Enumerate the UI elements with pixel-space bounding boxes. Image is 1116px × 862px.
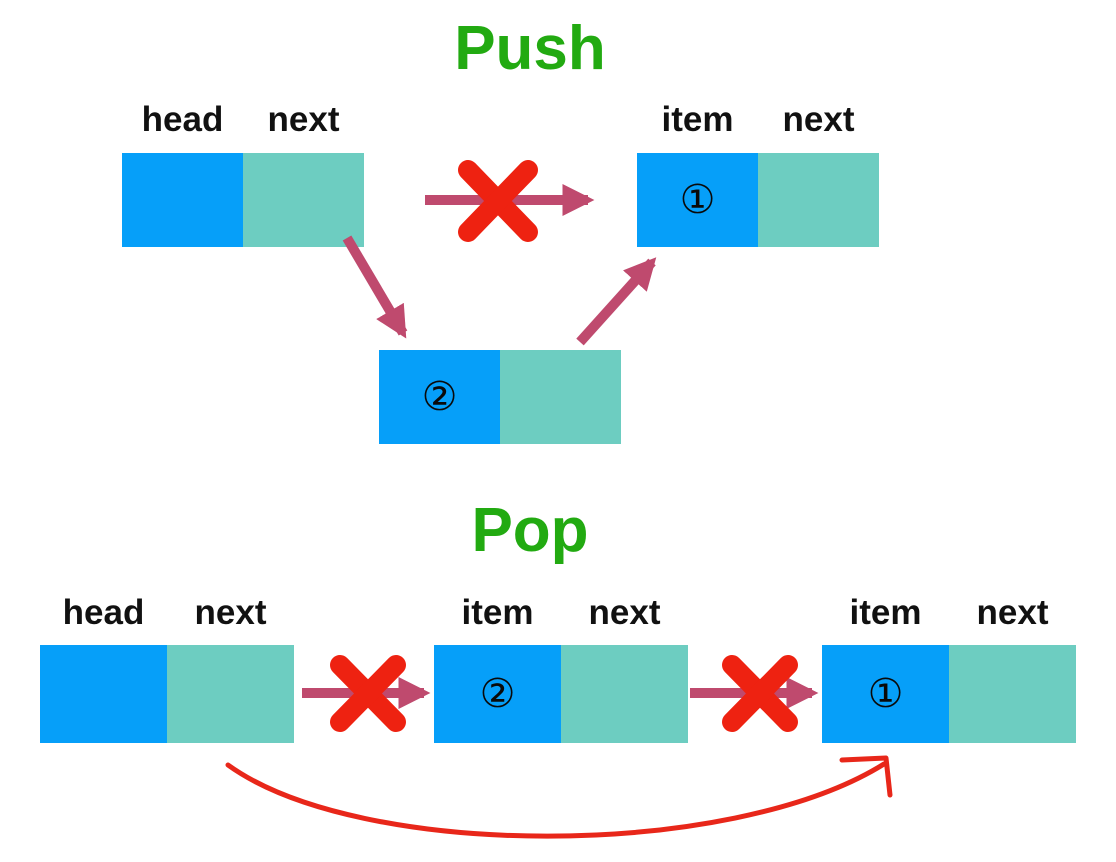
push-item-next-label: next [782, 100, 855, 139]
push-head-cell [122, 153, 243, 247]
push-new-next-cell [500, 350, 621, 444]
pop-node1-next-cell [949, 645, 1076, 743]
pop-head-cell [40, 645, 167, 743]
pop-node1-item-label: item [849, 593, 922, 632]
pop-head-label: head [62, 593, 145, 632]
pop-curve-arrowhead [839, 755, 893, 798]
push-cross-icon [458, 160, 538, 242]
push-head-next-cell [243, 153, 364, 247]
pop-node2-next-cell [561, 645, 688, 743]
pop-head-next-cell [167, 645, 294, 743]
pop-cross-icon-1 [330, 655, 406, 732]
push-new-to-item-arrow [576, 257, 657, 346]
push-item-cell: ① [637, 153, 758, 247]
push-new-item-cell: ② [379, 350, 500, 444]
pop-node1-next-label: next [976, 593, 1049, 632]
push-head-to-new-arrow [342, 235, 408, 339]
push-item-label: item [661, 100, 734, 139]
push-head-next-label: next [267, 100, 340, 139]
pop-node1-item-cell: ① [822, 645, 949, 743]
pop-node2-item-cell: ② [434, 645, 561, 743]
pop-node2-next-label: next [588, 593, 661, 632]
pop-title: Pop [471, 496, 589, 565]
push-title: Push [454, 14, 606, 83]
pop-head-next-label: next [194, 593, 267, 632]
pop-curve-arrow [225, 761, 887, 839]
pop-node2-item-label: item [461, 593, 534, 632]
push-head-label: head [141, 100, 224, 139]
pop-cross-icon-2 [722, 655, 798, 732]
push-item-next-cell [758, 153, 879, 247]
